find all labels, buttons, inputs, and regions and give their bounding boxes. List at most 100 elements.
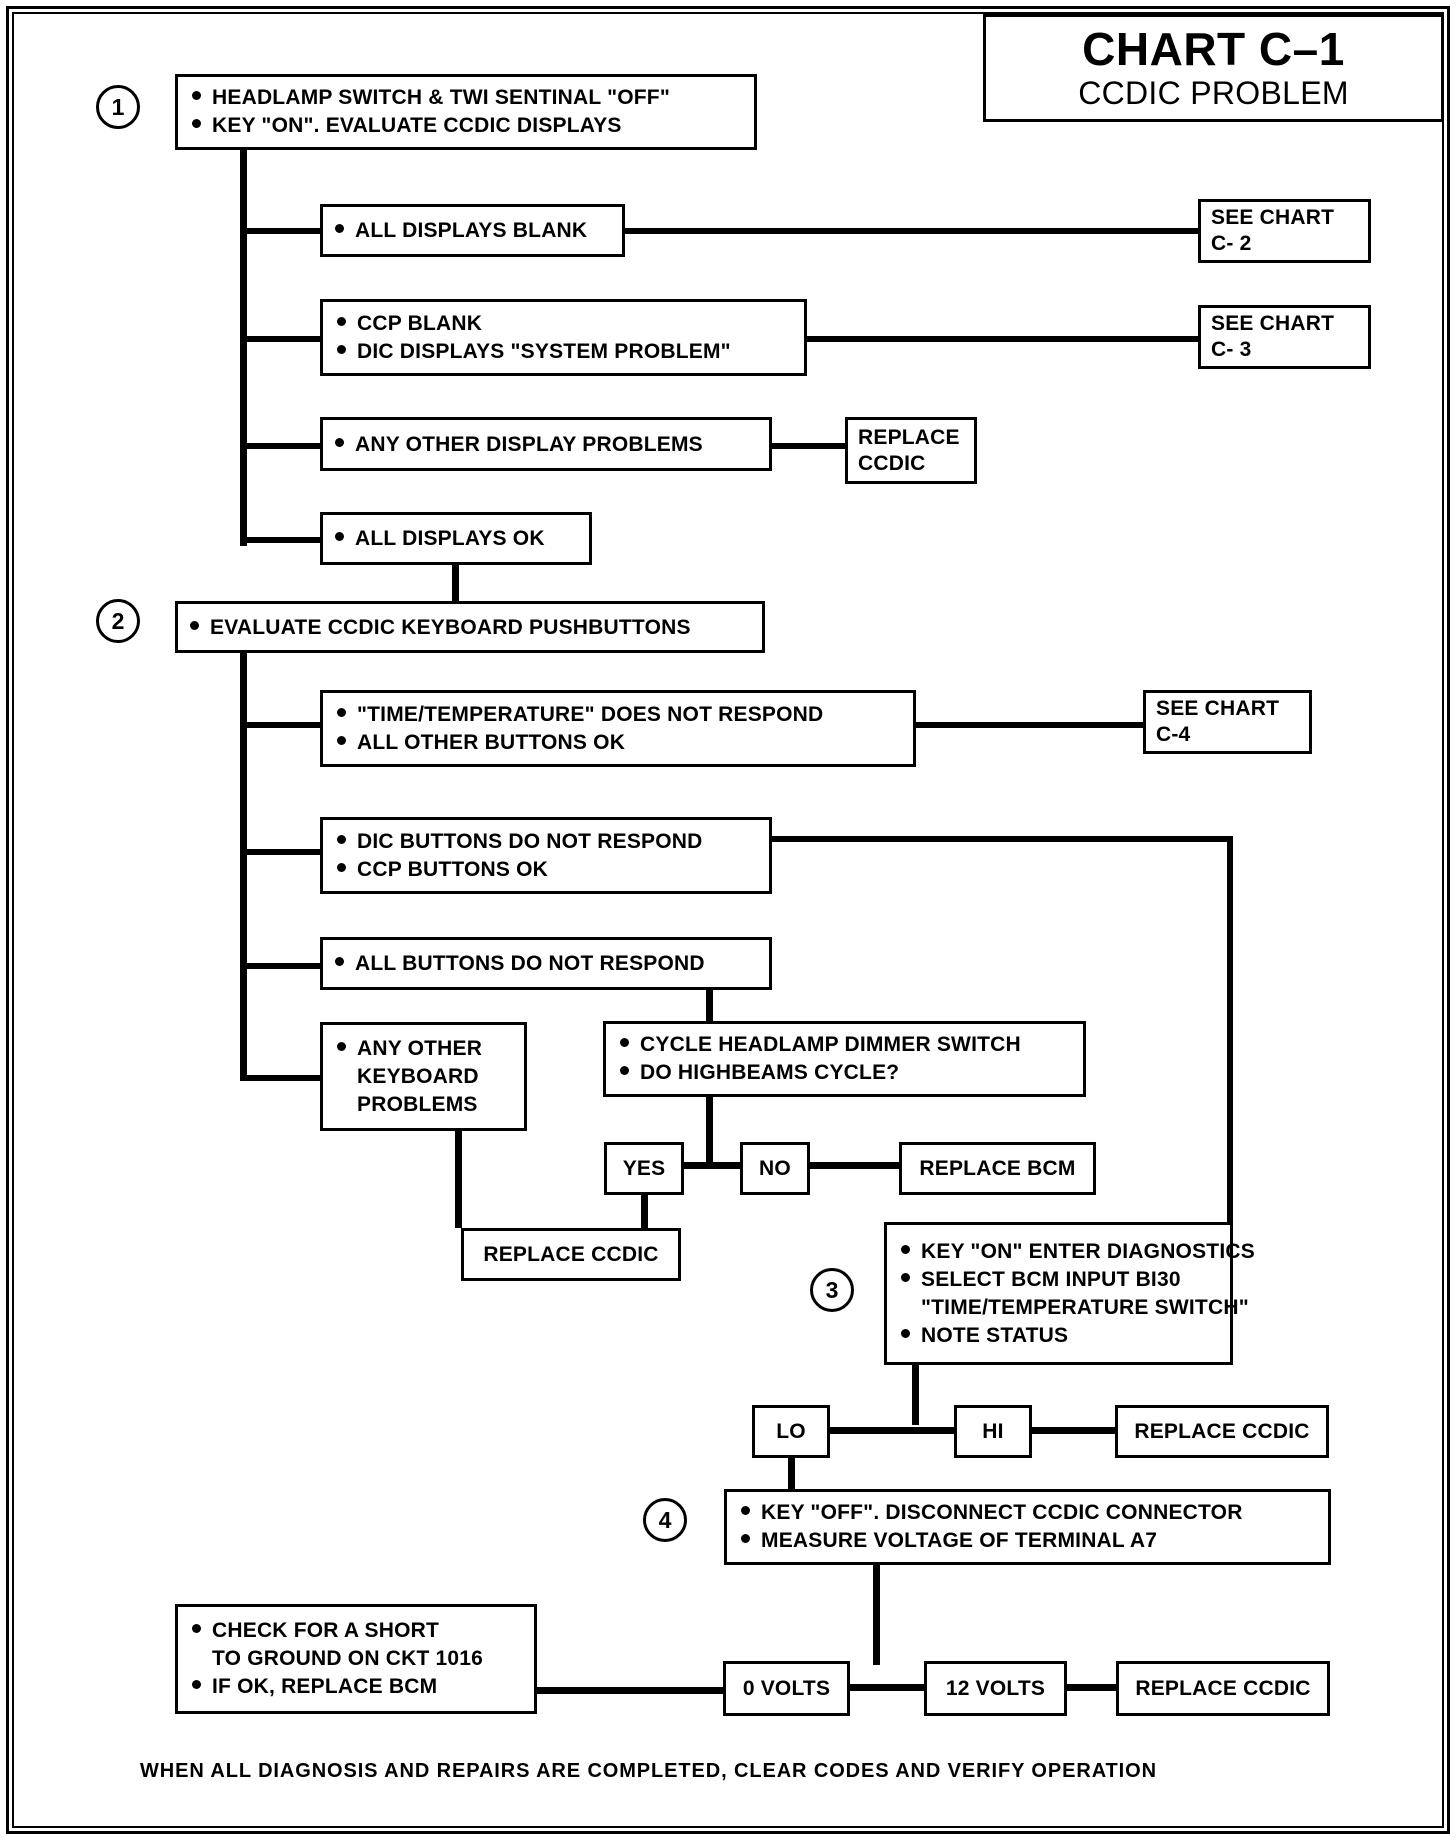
box-any-other-keyboard-problems: ANY OTHER KEYBOARD PROBLEMS	[320, 1022, 527, 1131]
bullet-icon	[335, 437, 344, 447]
box-line: "TIME/TEMPERATURE" DOES NOT RESPOND	[337, 701, 899, 729]
box-line: ALL DISPLAYS OK	[335, 525, 577, 552]
bullet-icon	[741, 1506, 750, 1515]
box-line: MEASURE VOLTAGE OF TERMINAL A7	[741, 1527, 1314, 1555]
box-line: REPLACE CCDIC	[1135, 1676, 1311, 1700]
box-line: SELECT BCM INPUT BI30	[901, 1266, 1216, 1294]
box-line: SEE CHART	[1211, 206, 1335, 229]
connector-otherkeyboard-down	[455, 1128, 462, 1228]
bullet-icon	[901, 1244, 910, 1254]
box-line: DO HIGHBEAMS CYCLE?	[620, 1059, 1069, 1087]
connector-branch-ccp	[240, 336, 324, 342]
box-check-for-short: CHECK FOR A SHORT TO GROUND ON CKT 1016 …	[175, 1604, 537, 1714]
box-replace-ccdic-2: REPLACE CCDIC	[461, 1228, 681, 1281]
bullet-icon	[741, 1534, 750, 1543]
connector-dicbuttons-down	[1227, 836, 1233, 1236]
connector-branch-allbuttons	[240, 963, 324, 969]
box-line: YES	[622, 1156, 666, 1180]
box-line: C-4	[1156, 723, 1191, 746]
box-hi: HI	[954, 1405, 1032, 1458]
connector-branch-blank	[240, 228, 324, 234]
box-line: CCDIC	[858, 451, 926, 475]
box-step-1: HEADLAMP SWITCH & TWI SENTINAL "OFF" KEY…	[175, 74, 757, 150]
box-line: REPLACE CCDIC	[1134, 1419, 1310, 1443]
connector-twelvevolts-to-replace	[1063, 1684, 1120, 1691]
bullet-icon	[192, 119, 201, 128]
title-block: CHART C–1 CCDIC PROBLEM	[983, 14, 1444, 122]
box-line: REPLACE	[858, 425, 960, 449]
connector-branch-displaysok	[240, 537, 324, 543]
box-line: C- 2	[1211, 232, 1252, 255]
connector-ccp-to-c3	[804, 336, 1202, 342]
connector-step4-down	[873, 1562, 880, 1665]
box-see-chart-c3: SEE CHART C- 3	[1198, 305, 1371, 369]
box-line: REPLACE CCDIC	[483, 1242, 659, 1266]
bullet-icon	[337, 316, 346, 326]
box-line: ANY OTHER	[337, 1035, 510, 1063]
box-line: SEE CHART	[1156, 697, 1280, 720]
bullet-icon	[190, 620, 199, 630]
connector-branch-otherdisplay	[240, 443, 324, 449]
box-all-displays-blank: ALL DISPLAYS BLANK	[320, 204, 625, 257]
page-border-outer	[6, 6, 1450, 1834]
connector-branch-timetemp	[240, 722, 324, 728]
connector-lo-to-trunk	[827, 1427, 957, 1434]
connector-yes-to-trunk	[681, 1162, 743, 1169]
bullet-icon	[620, 1038, 629, 1047]
box-line: ALL OTHER BUTTONS OK	[337, 729, 899, 757]
box-line: CCP BUTTONS OK	[337, 856, 755, 884]
bullet-icon	[901, 1328, 910, 1338]
connector-lo-down	[788, 1455, 795, 1501]
page-border-inner	[12, 12, 1444, 1828]
bullet-icon	[192, 1680, 201, 1689]
connector-displaysok-to-step2	[452, 562, 459, 606]
box-line: DIC BUTTONS DO NOT RESPOND	[337, 828, 755, 856]
box-twelve-volts: 12 VOLTS	[924, 1661, 1067, 1716]
box-yes: YES	[604, 1142, 684, 1195]
bullet-icon	[335, 957, 344, 966]
box-replace-ccdic-4: REPLACE CCDIC	[1116, 1661, 1330, 1716]
box-line: SEE CHART	[1211, 312, 1335, 335]
box-ccp-blank: CCP BLANK DIC DISPLAYS "SYSTEM PROBLEM"	[320, 299, 807, 376]
box-step-3: KEY "ON" ENTER DIAGNOSTICS SELECT BCM IN…	[884, 1222, 1255, 1365]
bullet-icon	[901, 1272, 910, 1282]
box-see-chart-c4: SEE CHART C-4	[1143, 690, 1312, 754]
box-line: NO	[759, 1156, 791, 1180]
box-replace-ccdic-1: REPLACE CCDIC	[845, 417, 977, 484]
bullet-icon	[337, 834, 346, 844]
connector-step1-trunk	[240, 150, 247, 546]
bullet-icon	[337, 735, 346, 745]
bullet-icon	[192, 91, 201, 100]
box-line: CHECK FOR A SHORT	[192, 1617, 520, 1645]
connector-timetemp-to-c4	[913, 722, 1147, 728]
step-number-4: 4	[643, 1498, 687, 1542]
box-line: "TIME/TEMPERATURE SWITCH"	[921, 1295, 1249, 1319]
bullet-icon	[337, 1041, 346, 1051]
connector-volts-trunk	[846, 1684, 927, 1691]
footer-note: WHEN ALL DIAGNOSIS AND REPAIRS ARE COMPL…	[140, 1760, 1157, 1782]
box-step-4: KEY "OFF". DISCONNECT CCDIC CONNECTOR ME…	[724, 1489, 1331, 1565]
box-line: NOTE STATUS	[901, 1322, 1216, 1350]
box-lo: LO	[752, 1405, 830, 1458]
step-number-2: 2	[96, 599, 140, 643]
box-line: 12 VOLTS	[945, 1676, 1046, 1700]
box-zero-volts: 0 VOLTS	[723, 1661, 850, 1716]
box-dic-buttons-no-respond: DIC BUTTONS DO NOT RESPOND CCP BUTTONS O…	[320, 817, 772, 894]
bullet-icon	[335, 532, 344, 541]
box-line: KEYBOARD	[357, 1064, 479, 1088]
connector-hi-to-replaceccdic	[1029, 1427, 1118, 1434]
box-line: KEY "ON". EVALUATE CCDIC DISPLAYS	[192, 112, 740, 140]
box-line: KEY "OFF". DISCONNECT CCDIC CONNECTOR	[741, 1499, 1314, 1527]
box-line: CYCLE HEADLAMP DIMMER SWITCH	[620, 1031, 1069, 1059]
bullet-icon	[337, 344, 346, 354]
box-line: EVALUATE CCDIC KEYBOARD PUSHBUTTONS	[190, 614, 750, 641]
step-number-3: 3	[810, 1268, 854, 1312]
box-line: PROBLEMS	[357, 1092, 478, 1116]
box-line: ALL DISPLAYS BLANK	[335, 217, 610, 244]
box-line: 0 VOLTS	[742, 1676, 831, 1700]
box-line: HI	[982, 1419, 1004, 1443]
box-line: KEY "ON" ENTER DIAGNOSTICS	[901, 1238, 1255, 1266]
connector-step2-trunk	[240, 653, 247, 1081]
box-line: LO	[776, 1419, 806, 1443]
